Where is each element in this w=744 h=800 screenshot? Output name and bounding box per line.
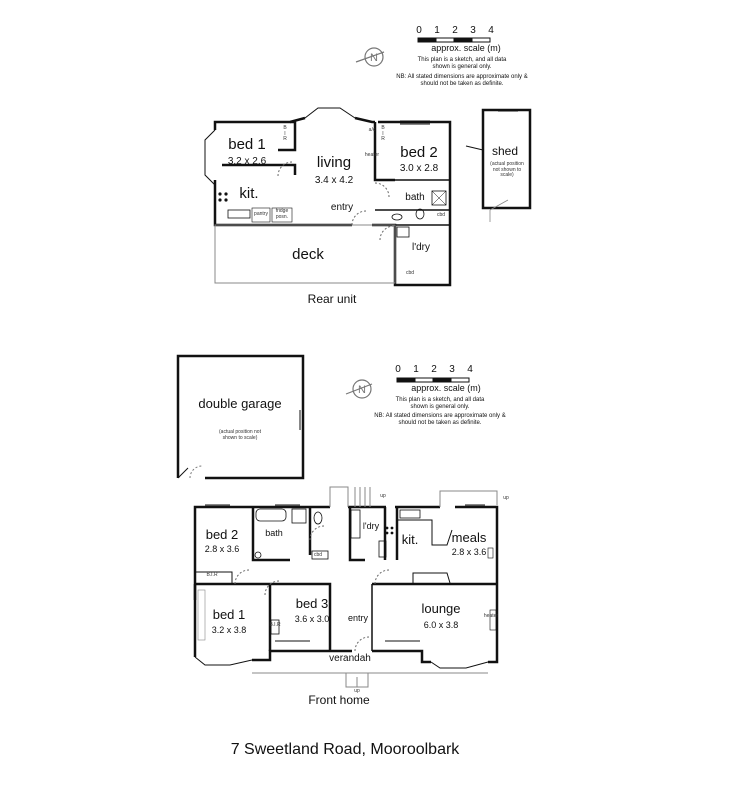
room-name: bed 2 [400, 144, 438, 161]
garage-outline [176, 354, 305, 480]
bir-label: B.I.R [206, 572, 218, 578]
verandah-outline [252, 486, 498, 688]
bathtub-icon [255, 508, 287, 522]
scale-tick: 0 [395, 364, 401, 375]
bir-label: B.I.R [269, 622, 281, 628]
room-name: l'dry [362, 521, 380, 531]
scale-tick: 3 [449, 364, 455, 375]
scale-tick: 4 [467, 364, 473, 375]
shower-icon [431, 190, 447, 206]
scale-note: This plan is a sketch, and all data show… [417, 57, 507, 70]
room-name: bath [405, 192, 425, 203]
front-doors [234, 525, 390, 652]
shed-note: (actual position not shown to scale) [490, 161, 524, 178]
room-name: meals [451, 530, 487, 545]
room-name: shed [491, 144, 519, 158]
front-home-windows [194, 504, 489, 669]
scale-note: This plan is a sketch, and all data show… [395, 397, 485, 410]
front-home-caption: Front home [308, 693, 370, 707]
room-dimensions: 3.2 x 3.8 [211, 625, 247, 635]
svg-text:N: N [370, 52, 378, 64]
north-arrow-icon: N [345, 379, 373, 399]
front-home-walls [193, 505, 499, 664]
north-arrow-icon: N [355, 47, 385, 67]
scale-tick: 1 [413, 364, 419, 375]
svg-text:N: N [358, 384, 366, 396]
deck-outline [214, 224, 396, 284]
basin-icon [391, 213, 403, 221]
room-name: deck [292, 246, 324, 263]
sink-icon [227, 209, 251, 219]
room-dimensions: 3.2 x 2.6 [227, 156, 267, 167]
room-name: bed 3 [295, 596, 329, 611]
scale-disclaimer: NB: All stated dimensions are approximat… [374, 413, 506, 426]
stairs-up-label: up [380, 493, 386, 499]
room-name: kit. [401, 532, 419, 547]
room-name: bed 2 [205, 527, 239, 542]
stairs-up-label: up [503, 495, 509, 501]
rear-doors [277, 161, 395, 241]
cbd-label: cbd [405, 270, 415, 276]
room-name: lounge [421, 601, 461, 616]
shower-icon [291, 508, 307, 524]
cbd-label: cbd [313, 552, 323, 558]
room-name: bed 1 [228, 136, 266, 153]
room-dimensions: 2.8 x 3.6 [204, 544, 240, 554]
room-name: bath [265, 528, 283, 538]
pantry-label: pantry [254, 211, 268, 217]
scale-tick: 1 [434, 25, 440, 36]
toilet-icon [415, 208, 425, 220]
room-name: kit. [239, 185, 259, 202]
heater-label: heater [364, 152, 380, 158]
room-dimensions: 3.4 x 4.2 [314, 175, 354, 186]
scale-label: approx. scale (m) [431, 43, 501, 53]
garage-note: (actual position not shown to scale) [219, 429, 261, 441]
stairs-up-label: up [354, 688, 360, 694]
trough-icon [396, 226, 410, 238]
stove-icon [385, 526, 394, 535]
scale-bar-front [396, 377, 470, 383]
room-name: entry [347, 613, 369, 623]
room-dimensions: 3.0 x 2.8 [399, 163, 439, 174]
rear-unit-windows [204, 107, 430, 186]
bir-label: B I R [381, 125, 385, 142]
cbd-label: cbd [436, 212, 446, 218]
scale-disclaimer: NB: All stated dimensions are approximat… [396, 74, 528, 87]
scale-tick: 2 [431, 364, 437, 375]
room-name: l'dry [411, 242, 431, 253]
scale-tick: 3 [470, 25, 476, 36]
room-dimensions: 2.8 x 3.6 [451, 547, 487, 557]
scale-label: approx. scale (m) [411, 383, 481, 393]
scale-tick: 0 [416, 25, 422, 36]
room-name: living [316, 154, 352, 171]
stove-icon [218, 192, 228, 202]
room-name: entry [330, 202, 354, 213]
property-address: 7 Sweetland Road, Mooroolbark [230, 741, 460, 758]
shed-outline [465, 108, 532, 222]
room-name: verandah [329, 653, 371, 664]
heater-label: heater [483, 613, 499, 619]
sink-icon [399, 509, 421, 519]
room-dimensions: 3.6 x 3.0 [294, 614, 330, 624]
scale-tick: 4 [488, 25, 494, 36]
toilet-icon [313, 511, 323, 525]
bir-label: B I R [283, 125, 287, 142]
room-dimensions: 6.0 x 3.8 [423, 620, 459, 630]
ac-label: a/c [368, 127, 376, 133]
rear-unit-caption: Rear unit [307, 292, 357, 306]
scale-tick: 2 [452, 25, 458, 36]
room-name: double garage [198, 396, 282, 411]
room-name: bed 1 [212, 607, 246, 622]
trough-icon [350, 509, 361, 539]
fridge-label: fridge posn. [275, 208, 289, 220]
basin-icon [254, 551, 262, 559]
scale-bar-top [417, 37, 491, 43]
